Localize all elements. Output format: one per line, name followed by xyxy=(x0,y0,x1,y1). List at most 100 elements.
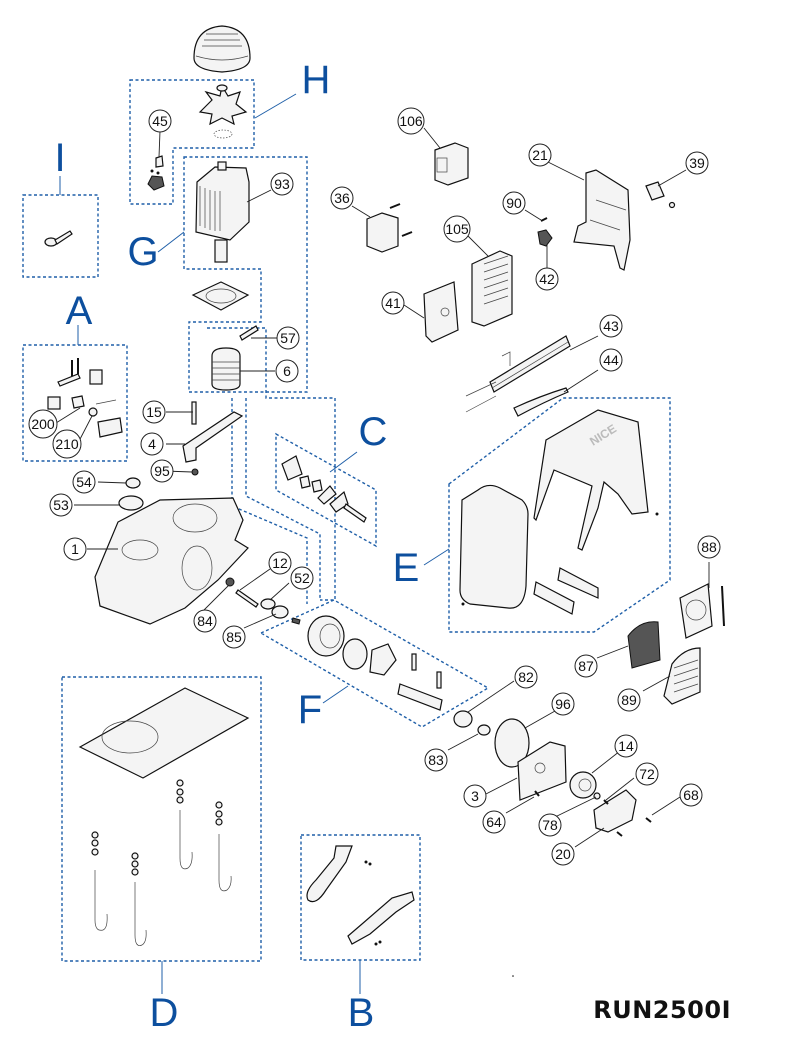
screw-20-part xyxy=(616,831,623,837)
svg-text:85: 85 xyxy=(226,629,242,645)
callout-105[interactable]: 105 xyxy=(443,215,471,243)
ring-52-part xyxy=(260,598,276,610)
callout-57[interactable]: 57 xyxy=(276,326,300,350)
svg-text:42: 42 xyxy=(539,271,555,287)
callout-68[interactable]: 68 xyxy=(679,783,703,807)
washer-85-part xyxy=(271,605,289,619)
transformer-36-part xyxy=(366,203,413,253)
group-label-g: G xyxy=(127,230,158,274)
callout-87[interactable]: 87 xyxy=(574,654,598,678)
callout-83[interactable]: 83 xyxy=(424,748,448,772)
motor-part xyxy=(195,161,250,263)
stray-dot xyxy=(512,975,514,977)
callout-53[interactable]: 53 xyxy=(49,493,73,517)
callout-leaders xyxy=(55,127,710,848)
callout-93[interactable]: 93 xyxy=(270,172,294,196)
group-a-parts xyxy=(47,358,123,438)
fan-cover-part xyxy=(193,25,251,73)
svg-text:105: 105 xyxy=(445,221,469,237)
dashed-path-motor-to-f xyxy=(245,398,321,600)
pin-90-part xyxy=(540,217,548,222)
front-cover-part xyxy=(459,484,529,609)
callout-106[interactable]: 106 xyxy=(397,107,425,135)
worm-part xyxy=(211,325,259,391)
svg-text:88: 88 xyxy=(701,539,717,555)
svg-text:14: 14 xyxy=(618,738,634,754)
callout-95[interactable]: 95 xyxy=(150,459,174,483)
svg-text:83: 83 xyxy=(428,752,444,768)
svg-text:54: 54 xyxy=(76,474,92,490)
limit-switch-43-part xyxy=(465,335,571,413)
callout-12[interactable]: 12 xyxy=(268,551,292,575)
callout-84[interactable]: 84 xyxy=(193,609,217,633)
callout-41[interactable]: 41 xyxy=(381,291,405,315)
callout-3[interactable]: 3 xyxy=(463,784,487,808)
callout-96[interactable]: 96 xyxy=(551,692,575,716)
callout-4[interactable]: 4 xyxy=(140,432,164,456)
group-box-c xyxy=(275,432,377,548)
fan-part xyxy=(198,84,248,139)
svg-text:39: 39 xyxy=(689,155,705,171)
svg-text:36: 36 xyxy=(334,190,350,206)
callout-1[interactable]: 1 xyxy=(63,537,87,561)
svg-text:45: 45 xyxy=(152,113,168,129)
callout-72[interactable]: 72 xyxy=(635,762,659,786)
ring-53-part xyxy=(118,495,144,511)
callout-15[interactable]: 15 xyxy=(142,400,166,424)
svg-text:1: 1 xyxy=(71,541,79,557)
transformer-106-part xyxy=(434,142,469,186)
fan-88-part xyxy=(679,583,725,639)
callout-82[interactable]: 82 xyxy=(514,665,538,689)
callout-45[interactable]: 45 xyxy=(148,109,172,133)
screw-e-front xyxy=(461,602,465,606)
callout-210[interactable]: 210 xyxy=(52,429,82,459)
model-name: RUN2500I xyxy=(593,996,731,1024)
group-label-i: I xyxy=(54,136,65,180)
foundation-plate-part xyxy=(78,687,250,779)
pinion-14-part xyxy=(569,771,597,799)
callout-39[interactable]: 39 xyxy=(685,151,709,175)
svg-text:44: 44 xyxy=(603,352,619,368)
cover-105-part xyxy=(471,250,513,327)
callout-89[interactable]: 89 xyxy=(617,688,641,712)
svg-text:84: 84 xyxy=(197,613,213,629)
group-box-a xyxy=(22,344,128,462)
plug-84-part xyxy=(225,577,235,587)
callout-88[interactable]: 88 xyxy=(697,535,721,559)
callout-78[interactable]: 78 xyxy=(538,813,562,837)
cover-strips-part xyxy=(533,567,599,615)
control-board-21-part xyxy=(573,169,631,271)
cable-44-part xyxy=(513,387,569,417)
svg-text:21: 21 xyxy=(532,147,548,163)
group-box-d xyxy=(61,676,262,962)
callout-36[interactable]: 36 xyxy=(330,186,354,210)
group-box-e xyxy=(448,397,671,633)
board-41-part xyxy=(423,281,459,343)
svg-text:78: 78 xyxy=(542,817,558,833)
callout-20[interactable]: 20 xyxy=(551,842,575,866)
svg-text:72: 72 xyxy=(639,766,655,782)
terminal-42-part xyxy=(537,229,553,247)
bearing-82-part xyxy=(453,710,473,728)
callout-42[interactable]: 42 xyxy=(535,267,559,291)
bracket-45-part xyxy=(147,155,165,191)
callout-52[interactable]: 52 xyxy=(290,566,314,590)
callout-85[interactable]: 85 xyxy=(222,625,246,649)
callout-200[interactable]: 200 xyxy=(28,409,58,439)
callout-64[interactable]: 64 xyxy=(482,810,506,834)
group-label-b: B xyxy=(348,991,375,1035)
callout-54[interactable]: 54 xyxy=(72,470,96,494)
group-label-f: F xyxy=(298,688,322,732)
callout-44[interactable]: 44 xyxy=(599,348,623,372)
oring-96-part xyxy=(494,718,530,768)
callout-6[interactable]: 6 xyxy=(275,359,299,383)
group-c-parts xyxy=(281,455,367,523)
svg-text:43: 43 xyxy=(603,318,619,334)
svg-text:6: 6 xyxy=(283,363,291,379)
callout-90[interactable]: 90 xyxy=(502,191,526,215)
callout-43[interactable]: 43 xyxy=(599,314,623,338)
callout-21[interactable]: 21 xyxy=(528,143,552,167)
callout-14[interactable]: 14 xyxy=(614,734,638,758)
svg-text:15: 15 xyxy=(146,404,162,420)
